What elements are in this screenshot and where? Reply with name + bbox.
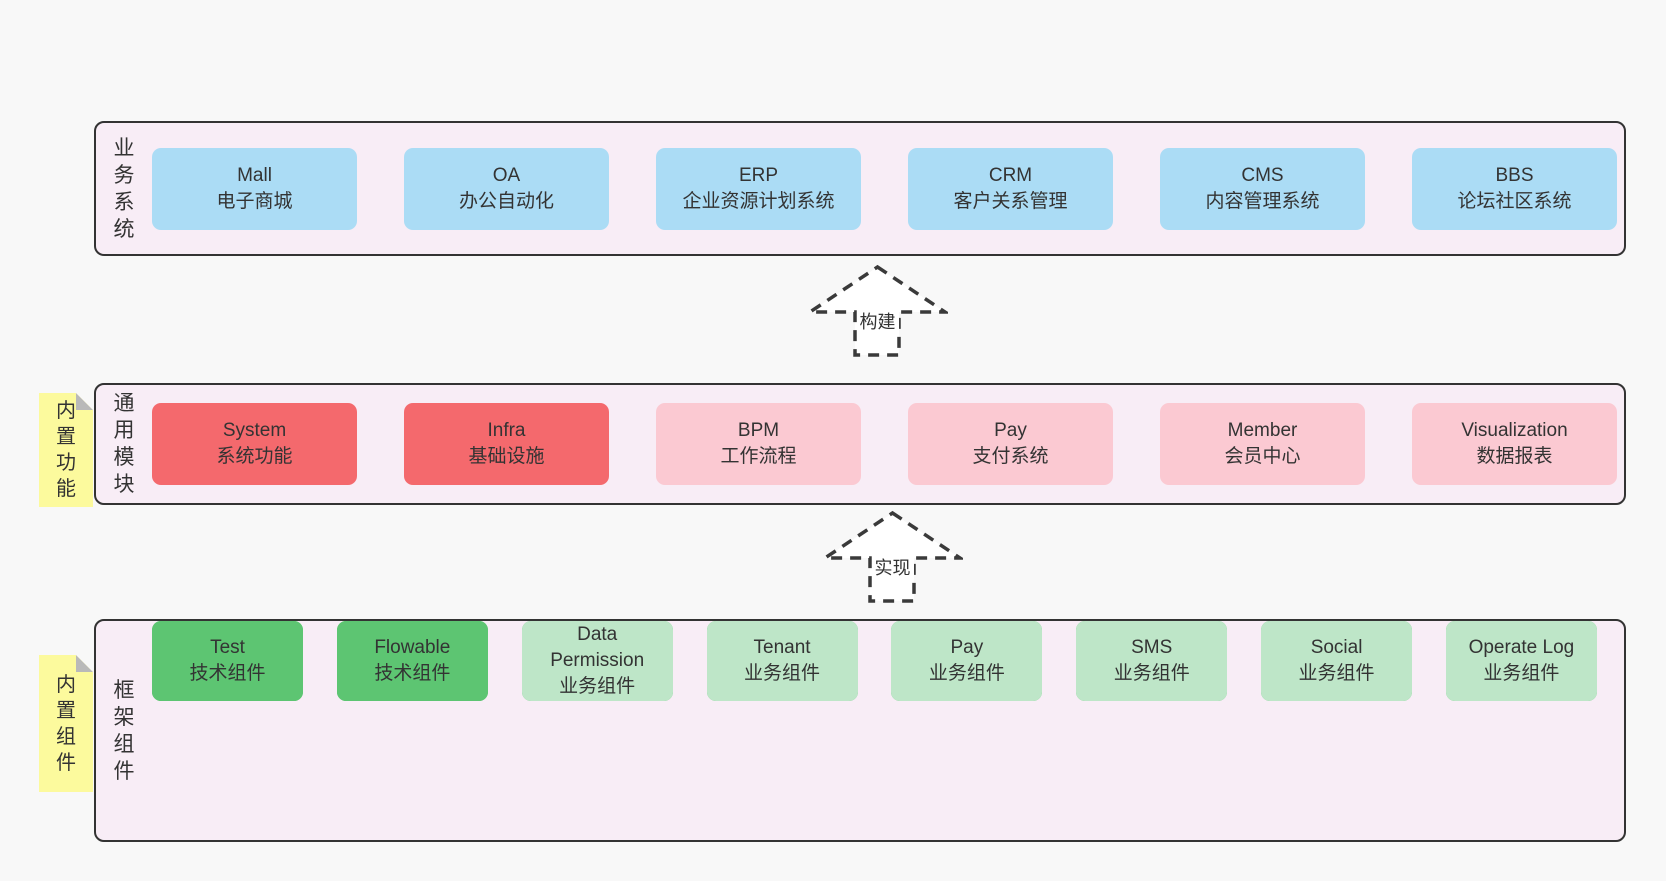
node-title: Pay — [994, 420, 1027, 441]
common-modules-row: System 系统功能 Infra 基础设施 BPM 工作流程 Pay 支付系统… — [152, 385, 1617, 503]
business-systems-panel-label: 业务系统 — [113, 136, 135, 241]
build-arrow: 构建 — [807, 264, 948, 358]
node-visualization: Visualization 数据报表 — [1412, 403, 1617, 485]
node-subtitle: 系统功能 — [216, 446, 293, 467]
node-title: Operate Log — [1468, 637, 1575, 658]
implement-arrow-label: 实现 — [871, 554, 914, 580]
node-pay-component: Pay 业务组件 — [891, 621, 1043, 701]
node-title: BBS — [1495, 164, 1534, 186]
node-title: Flowable — [374, 637, 451, 658]
sticky-label: 内置组件 — [56, 673, 76, 774]
node-bbs: BBS 论坛社区系统 — [1412, 147, 1617, 230]
node-title: Data Permission — [550, 624, 645, 671]
node-data-permission: Data Permission 业务组件 — [521, 621, 673, 701]
node-subtitle: 客户关系管理 — [953, 190, 1068, 212]
sticky-label: 内置功能 — [56, 400, 76, 500]
node-operate-log: Operate Log 业务组件 — [1445, 621, 1597, 701]
node-title: SMS — [1131, 637, 1173, 658]
node-pay: Pay 支付系统 — [908, 403, 1113, 485]
node-sms: SMS 业务组件 — [1076, 621, 1228, 701]
node-test: Test 技术组件 — [152, 621, 303, 701]
node-title: BPM — [737, 420, 780, 441]
node-bpm: BPM 工作流程 — [656, 403, 861, 485]
builtin-components-sticky: 内置组件 — [39, 655, 93, 792]
node-subtitle: 技术组件 — [189, 663, 266, 684]
node-title: Infra — [487, 420, 526, 441]
node-subtitle: 办公自动化 — [458, 190, 554, 212]
node-tenant: Tenant 业务组件 — [706, 621, 858, 701]
framework-components-panel-label: 框架组件 — [113, 678, 135, 783]
node-system: System 系统功能 — [152, 403, 357, 485]
node-title: Visualization — [1461, 420, 1568, 441]
node-subtitle: 电子商城 — [216, 190, 293, 212]
node-subtitle: 会员中心 — [1224, 446, 1301, 467]
node-subtitle: 业务组件 — [1483, 663, 1560, 684]
builtin-features-sticky: 内置功能 — [39, 393, 93, 507]
build-arrow-label: 构建 — [856, 308, 899, 334]
node-flowable: Flowable 技术组件 — [336, 621, 488, 701]
node-title: Pay — [950, 637, 984, 658]
node-subtitle: 业务组件 — [744, 663, 821, 684]
node-subtitle: 业务组件 — [559, 676, 636, 697]
node-subtitle: 企业资源计划系统 — [682, 190, 835, 212]
framework-components-row-2: Test 技术组件 Flowable 技术组件 Data Permission … — [152, 621, 1597, 701]
business-systems-row: Mall 电子商城 OA 办公自动化 ERP 企业资源计划系统 CRM 客户关系… — [152, 123, 1617, 254]
node-subtitle: 数据报表 — [1476, 446, 1553, 467]
node-oa: OA 办公自动化 — [404, 147, 609, 230]
node-title: Social — [1310, 637, 1363, 658]
node-member: Member 会员中心 — [1160, 403, 1365, 485]
sticky-fold-corner — [76, 393, 93, 410]
node-subtitle: 论坛社区系统 — [1457, 190, 1572, 212]
framework-components-panel: 框架组件 Web 技术组件 Security 技术组件 MyBatis 技术组件… — [94, 619, 1626, 842]
implement-arrow: 实现 — [822, 510, 963, 604]
node-subtitle: 内容管理系统 — [1205, 190, 1320, 212]
node-subtitle: 工作流程 — [720, 446, 797, 467]
node-title: System — [222, 420, 287, 441]
sticky-fold-corner — [76, 655, 93, 672]
node-subtitle: 基础设施 — [468, 446, 545, 467]
node-subtitle: 业务组件 — [1298, 663, 1375, 684]
node-subtitle: 支付系统 — [972, 446, 1049, 467]
node-title: Member — [1227, 420, 1298, 441]
common-modules-panel: 通用模块 System 系统功能 Infra 基础设施 BPM 工作流程 Pay… — [94, 383, 1626, 505]
node-mall: Mall 电子商城 — [152, 147, 357, 230]
common-modules-panel-label: 通用模块 — [113, 392, 135, 496]
node-title: OA — [492, 164, 521, 186]
node-title: Test — [210, 637, 245, 658]
node-title: CMS — [1241, 164, 1284, 186]
node-erp: ERP 企业资源计划系统 — [656, 147, 861, 230]
node-subtitle: 业务组件 — [928, 663, 1005, 684]
node-title: ERP — [738, 164, 779, 186]
node-title: Tenant — [753, 637, 811, 658]
node-cms: CMS 内容管理系统 — [1160, 147, 1365, 230]
business-systems-panel: 业务系统 Mall 电子商城 OA 办公自动化 ERP 企业资源计划系统 CRM… — [94, 121, 1626, 256]
node-infra: Infra 基础设施 — [404, 403, 609, 485]
node-title: Mall — [237, 164, 272, 186]
node-social: Social 业务组件 — [1261, 621, 1413, 701]
node-subtitle: 技术组件 — [374, 663, 451, 684]
node-crm: CRM 客户关系管理 — [908, 147, 1113, 230]
node-subtitle: 业务组件 — [1113, 663, 1190, 684]
node-title: CRM — [988, 164, 1033, 186]
